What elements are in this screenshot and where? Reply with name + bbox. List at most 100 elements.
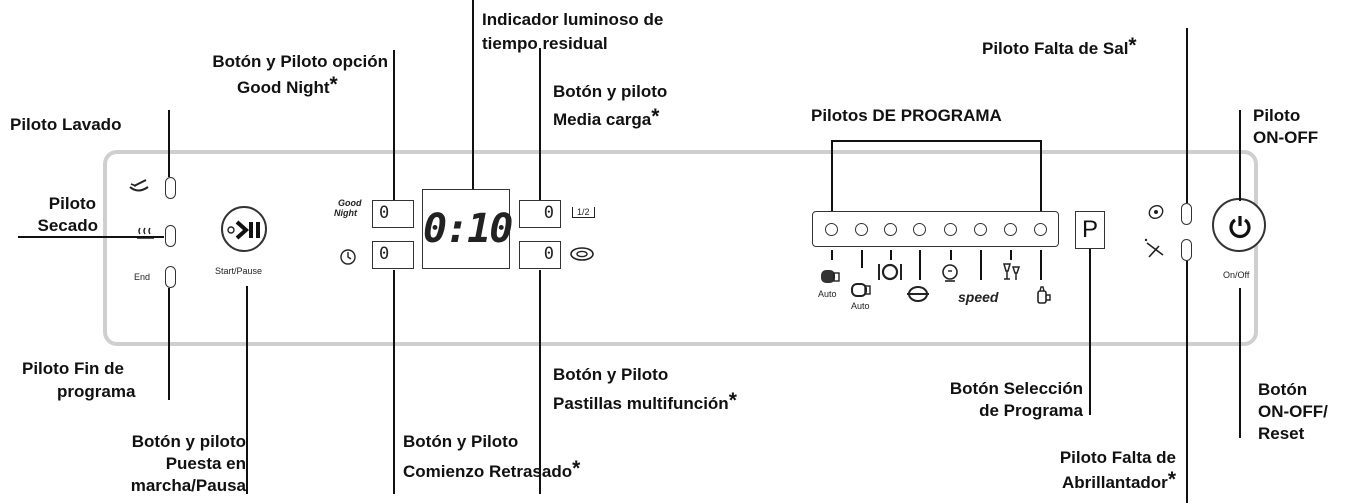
program-led-5	[944, 223, 957, 236]
control-panel	[103, 150, 1258, 346]
play-pause-icon	[227, 219, 263, 246]
start-pause-caption: Start/Pause	[215, 266, 263, 276]
leader-line	[1089, 249, 1091, 415]
leader-line	[168, 288, 170, 400]
label-start-pause-3: marcha/Pausa	[130, 476, 246, 495]
good-night-caption-2: Night	[334, 208, 357, 218]
label-falta-sal-text: Piloto Falta de Sal	[982, 39, 1129, 58]
power-icon	[1227, 214, 1253, 245]
program-led-3	[884, 223, 897, 236]
program-led-2	[855, 223, 868, 236]
leader-line	[539, 270, 541, 494]
auto-caption-1: Auto	[818, 289, 837, 299]
leader-line	[18, 236, 164, 238]
salt-pilot-led	[1181, 203, 1192, 225]
end-caption: End	[134, 272, 151, 282]
dry-pilot-led	[165, 225, 176, 247]
label-start-pause-2: Puesta en	[165, 454, 246, 473]
eco-icon	[905, 285, 931, 306]
program-tick	[890, 250, 892, 260]
label-good-night-2-text: Good Night	[237, 78, 330, 97]
auto-caption-2: Auto	[851, 301, 870, 311]
tablet-icon	[569, 246, 595, 265]
program-tick	[831, 250, 833, 260]
speed-caption: speed	[958, 289, 999, 305]
label-onoff-boton-2: ON-OFF/	[1258, 402, 1328, 421]
program-led-1	[825, 223, 838, 236]
program-led-4	[913, 223, 926, 236]
program-led-6	[974, 223, 987, 236]
onoff-button[interactable]	[1212, 198, 1266, 252]
program-led-7	[1004, 223, 1017, 236]
label-abrillantador-1: Piloto Falta de	[1059, 448, 1176, 467]
delay-start-button[interactable]: 0	[372, 241, 414, 269]
label-piloto-fin-2: programa	[57, 382, 136, 401]
label-piloto-secado-1: Piloto	[48, 194, 96, 213]
label-piloto-fin-1: Piloto Fin de	[22, 359, 124, 378]
label-abrillantador-2: Abrillantador*	[980, 469, 1176, 494]
glasses-icon	[1000, 262, 1022, 287]
program-led-8	[1034, 223, 1047, 236]
label-media-carga-2: Media carga*	[553, 106, 659, 131]
plate-icon	[876, 262, 906, 285]
label-seleccion-2: de Programa	[979, 401, 1083, 420]
start-pause-button[interactable]	[221, 206, 267, 252]
leader-line	[1239, 110, 1241, 201]
label-good-night-1: Botón y Piloto opción	[212, 52, 388, 71]
label-seleccion-1: Botón Selección	[949, 379, 1083, 398]
clock-icon	[339, 248, 357, 269]
wash-pilot-led	[165, 177, 176, 199]
program-tick	[980, 250, 982, 280]
program-tick	[919, 250, 921, 280]
program-tick	[1040, 250, 1042, 280]
label-program-pilots: Pilotos DE PROGRAMA	[811, 106, 1002, 125]
label-abrillantador-2-text: Abrillantador	[1062, 473, 1168, 492]
program-pilot-strip	[812, 211, 1059, 247]
program-select-button[interactable]: P	[1075, 211, 1105, 249]
asterisk: *	[1167, 468, 1176, 491]
rinse-aid-pilot-led	[1181, 239, 1192, 261]
leader-line	[168, 110, 170, 177]
label-pastillas-1: Botón y Piloto	[553, 365, 669, 384]
wash-icon	[128, 178, 152, 197]
label-falta-sal: Piloto Falta de Sal*	[982, 35, 1137, 60]
label-pastillas-2-text: Pastillas multifunción	[553, 394, 729, 413]
glass-pot-icon	[939, 262, 961, 287]
leader-line	[1186, 28, 1188, 203]
program-tick	[1010, 250, 1012, 260]
auto-normal-icon	[850, 281, 872, 302]
display-time: 0:10	[423, 206, 513, 252]
leader-line	[246, 286, 248, 494]
asterisk: *	[1128, 34, 1137, 57]
asterisk: *	[572, 457, 581, 480]
residual-time-display: 0:10	[422, 189, 513, 269]
label-pastillas-2: Pastillas multifunción*	[553, 390, 737, 415]
leader-line	[831, 140, 1042, 142]
leader-line	[539, 48, 541, 200]
good-night-caption-1: Good	[338, 198, 362, 208]
half-load-icon: 1/2	[572, 207, 595, 218]
auto-intensive-icon	[819, 268, 841, 289]
label-residual-1: Indicador luminoso de	[482, 10, 664, 29]
leader-line	[393, 50, 395, 200]
baby-bottle-icon	[1033, 285, 1053, 308]
rinse-aid-icon	[1143, 237, 1167, 264]
good-night-button[interactable]: 0	[372, 200, 414, 228]
label-retrasado-1: Botón y Piloto	[403, 432, 519, 451]
label-onoff-boton-1: Botón	[1258, 380, 1308, 399]
label-onoff-boton-3: Reset	[1258, 424, 1305, 443]
dry-icon	[136, 226, 156, 245]
tablet-button[interactable]: 0	[519, 241, 561, 269]
label-retrasado-2: Comienzo Retrasado*	[403, 458, 580, 483]
onoff-caption: On/Off	[1223, 270, 1250, 280]
salt-icon	[1146, 203, 1166, 224]
label-good-night-2: Good Night*	[237, 74, 338, 99]
label-start-pause-1: Botón y piloto	[131, 432, 246, 451]
asterisk: *	[728, 389, 737, 412]
label-media-carga-1: Botón y piloto	[553, 82, 668, 101]
leader-line	[1040, 140, 1042, 211]
leader-line	[1186, 261, 1188, 503]
half-load-button[interactable]: 0	[519, 200, 561, 228]
label-onoff-piloto-2: ON-OFF	[1253, 128, 1319, 147]
leader-line	[831, 140, 833, 211]
